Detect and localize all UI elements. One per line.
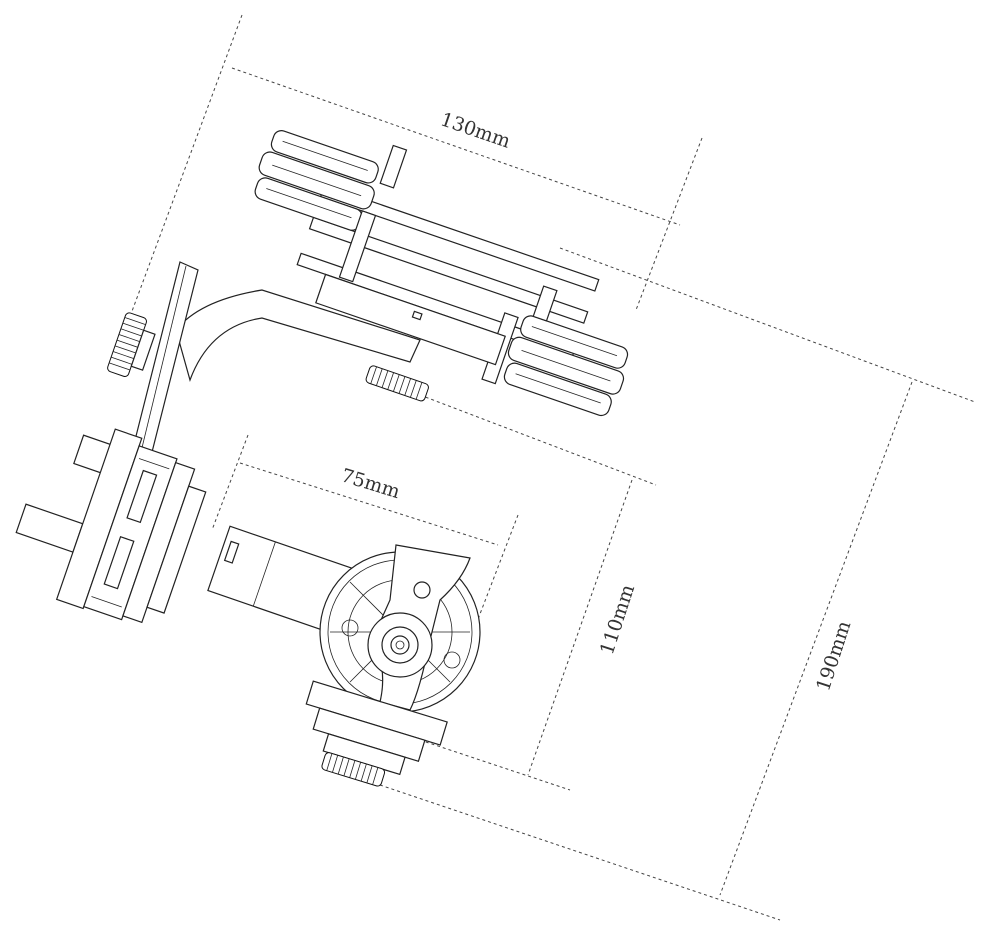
- dimension-label-110mm: 110mm: [596, 582, 639, 658]
- dimension-label-75mm: 75mm: [339, 464, 403, 503]
- yaw-motor-block: [15, 428, 207, 624]
- dimension-lines: [127, 14, 976, 921]
- bottom-mount: [305, 680, 448, 787]
- top-plate-assembly: [254, 130, 629, 417]
- dimension-label-130mm: 130mm: [438, 108, 514, 152]
- dimension-label-190mm: 190mm: [812, 618, 855, 694]
- pitch-motor: [319, 544, 481, 713]
- bracket-arm: [107, 261, 421, 461]
